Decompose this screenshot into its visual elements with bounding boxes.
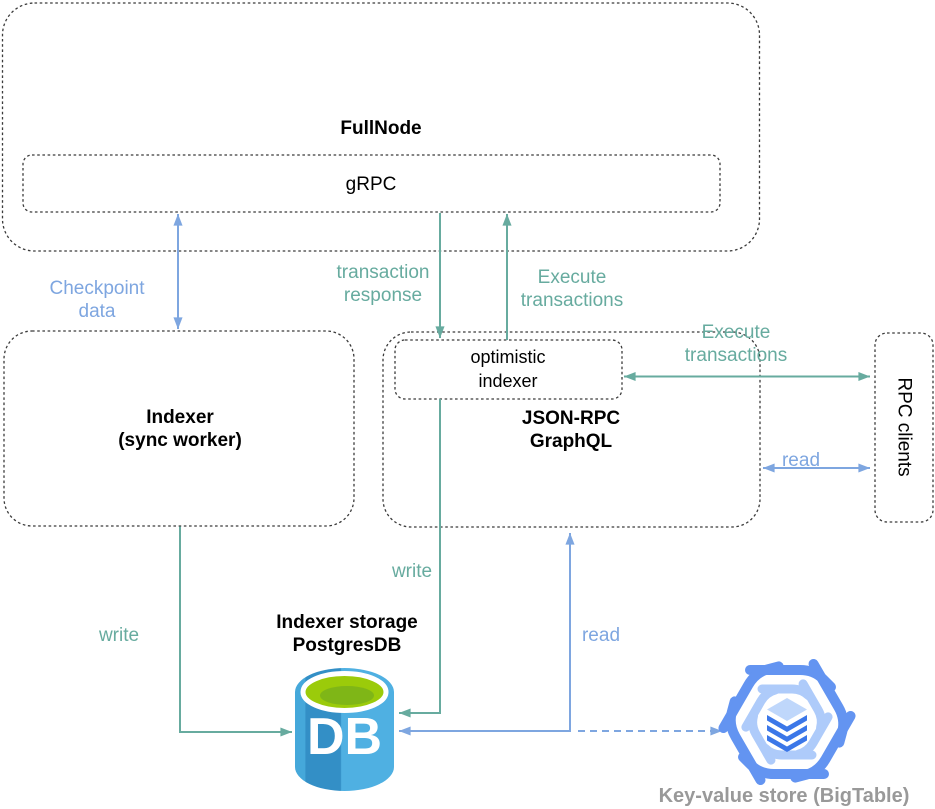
- rpc-clients-label: RPC clients: [893, 377, 915, 477]
- db-label: DB: [307, 708, 382, 766]
- edge-write-right: [398, 399, 441, 718]
- jsonrpc-label: JSON-RPC GraphQL: [521, 408, 621, 452]
- indexer-box: [3, 330, 355, 527]
- indexer-storage-label: Indexer storage PostgresDB: [276, 612, 418, 656]
- indexer-label: Indexer (sync worker): [118, 407, 242, 451]
- execute-transactions-right-label: Execute transactions: [684, 322, 788, 366]
- read-right-label: read: [781, 450, 821, 471]
- postgres-db-icon: DB: [295, 668, 394, 791]
- checkpoint-data-label: Checkpoint data: [49, 278, 145, 322]
- rpc-clients-box: [874, 332, 934, 523]
- edge-read-main: [398, 532, 575, 736]
- grpc-label: gRPC: [345, 174, 397, 195]
- transaction-response-label: transaction response: [336, 262, 430, 306]
- edge-write-left: [179, 526, 293, 737]
- optimistic-indexer-label: optimistic indexer: [470, 347, 546, 391]
- bigtable-caption: Key-value store (BigTable): [658, 785, 910, 807]
- optimistic-indexer-box: [394, 339, 623, 400]
- fullnode-label: FullNode: [340, 118, 422, 139]
- write-right-label: write: [391, 561, 433, 582]
- jsonrpc-box: [382, 331, 761, 528]
- bigtable-center-stack: [767, 698, 807, 752]
- execute-transactions-top-label: Execute transactions: [520, 267, 624, 311]
- bigtable-icon: [718, 658, 856, 786]
- read-center-label: read: [581, 625, 621, 646]
- write-left-label: write: [98, 625, 140, 646]
- grpc-box: [22, 154, 721, 213]
